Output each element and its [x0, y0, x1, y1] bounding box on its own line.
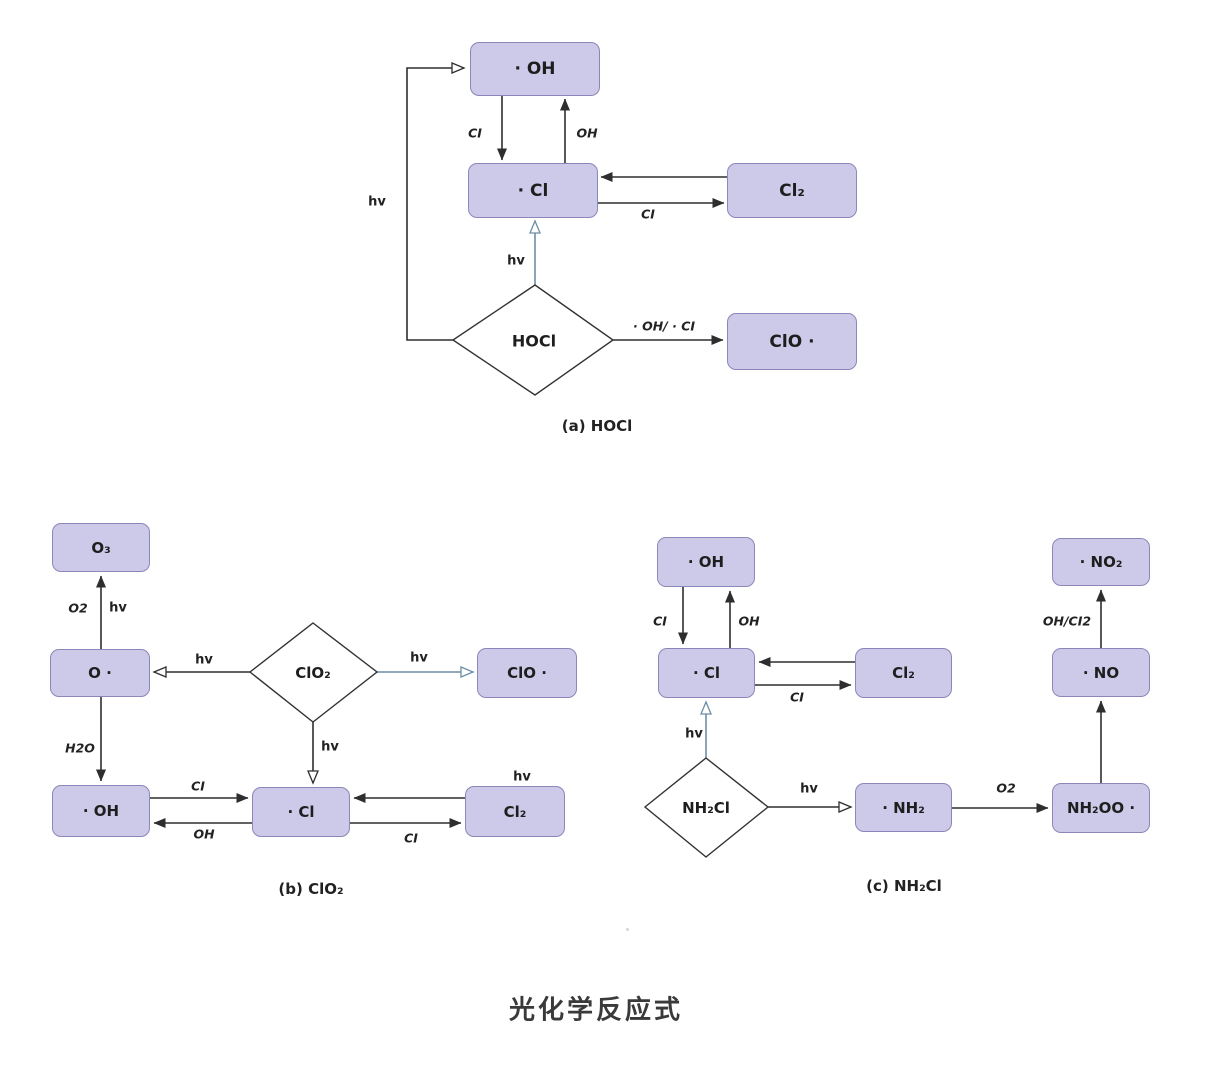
edge-label-b-oh-bottom: OH [193, 826, 215, 842]
edge-label-b-o2: O2 [68, 600, 88, 616]
edge-label-b-hv-down: hv [321, 739, 339, 755]
caption-b: (b) ClO₂ [278, 880, 344, 898]
diagram-b-edges [96, 575, 475, 828]
node-c-no2: · NO₂ [1052, 538, 1150, 586]
node-c-nh2: · NH₂ [855, 783, 952, 832]
edge-label-c-ohci2: OH/CI2 [1042, 613, 1092, 629]
edge-label-c-hv-up: hv [685, 726, 703, 742]
caption-c: (c) NH₂Cl [866, 877, 942, 895]
node-c-oh: · OH [657, 537, 755, 587]
edge-label-b-hv-left: hv [195, 652, 213, 668]
edge-label-c-o2: O2 [996, 780, 1016, 796]
stray-dot [626, 928, 629, 931]
diamond-label-clo2: ClO₂ [295, 664, 331, 682]
edge-label-c-oh-up: OH [738, 613, 760, 629]
diamond-hocl [451, 284, 615, 396]
edge-label-a-ci-down: CI [468, 125, 482, 141]
edge-label-b-hv-cl2: hv [513, 769, 531, 785]
node-c-no: · NO [1052, 648, 1150, 697]
edge-label-c-hv-right: hv [800, 781, 818, 797]
main-caption: 光化学反应式 [508, 995, 684, 1026]
node-c-nh2oo: NH₂OO · [1052, 783, 1150, 833]
diamond-nh2cl [643, 757, 770, 858]
edge-label-a-hv-up: hv [507, 253, 525, 269]
node-b-cl2: Cl₂ [465, 786, 565, 837]
edge-label-b-hv-o3: hv [109, 600, 127, 616]
node-c-cl: · Cl [658, 648, 755, 698]
node-b-oh: · OH [52, 785, 150, 837]
edge-label-b-hv-right: hv [410, 650, 428, 666]
edge-label-c-ci-right: CI [790, 689, 804, 705]
node-b-clo: ClO · [477, 648, 577, 698]
node-b-cl: · Cl [252, 787, 350, 837]
node-b-o: O · [50, 649, 150, 697]
node-a-clo: ClO · [727, 313, 857, 370]
edge-label-b-ci-bottom: CI [404, 830, 418, 846]
caption-a: (a) HOCl [561, 417, 633, 435]
edge-label-a-hv-loop: hv [368, 194, 386, 210]
node-c-cl2: Cl₂ [855, 648, 952, 698]
diagram-c-edges [643, 587, 1106, 858]
diagram-a-edges [406, 62, 727, 396]
edge-label-b-h2o: H2O [65, 740, 95, 756]
edge-label-a-oh-up: OH [576, 125, 598, 141]
diamond-label-nh2cl: NH₂Cl [682, 799, 730, 817]
diamond-clo2 [248, 622, 379, 723]
edge-label-c-ci-down: CI [653, 613, 667, 629]
edge-label-a-ci-right: CI [641, 206, 655, 222]
edge-label-b-ci-top: CI [191, 778, 205, 794]
node-a-cl: · Cl [468, 163, 598, 218]
edge-label-a-products: · OH/ · CI [632, 318, 696, 334]
node-a-cl2: Cl₂ [727, 163, 857, 218]
diamond-label-hocl: HOCl [511, 331, 557, 351]
node-b-o3: O₃ [52, 523, 150, 572]
node-a-oh: · OH [470, 42, 600, 96]
